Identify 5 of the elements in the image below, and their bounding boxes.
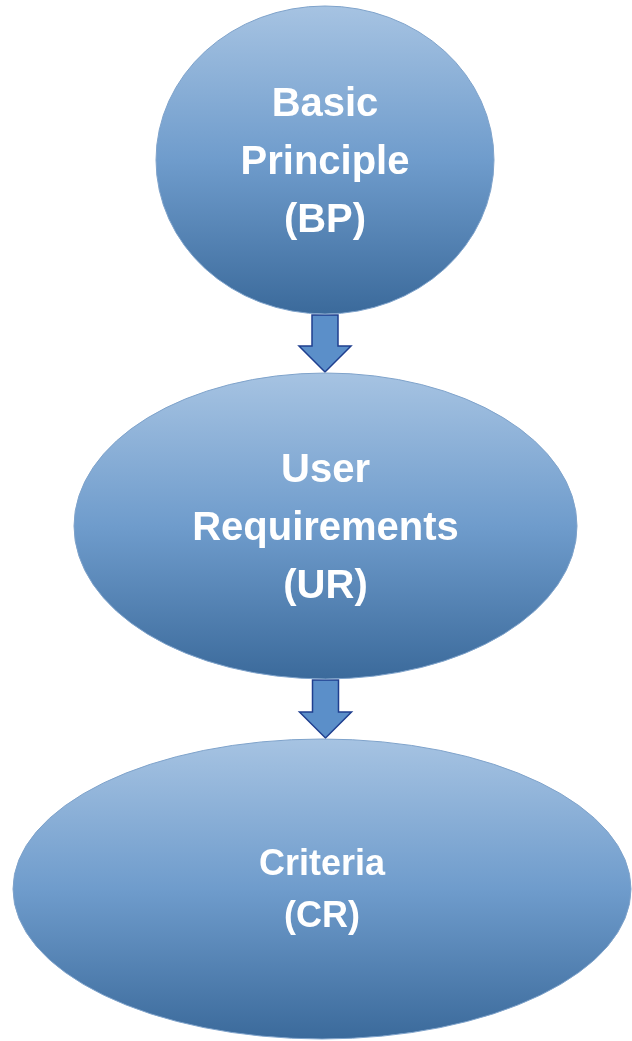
node-label: User Requirements (UR) (191, 445, 460, 608)
block-arrow (297, 314, 353, 374)
block-arrow (297, 679, 354, 740)
node-label: Criteria (CR) (257, 840, 387, 937)
node-label: Basic Principle (BP) (239, 79, 411, 242)
